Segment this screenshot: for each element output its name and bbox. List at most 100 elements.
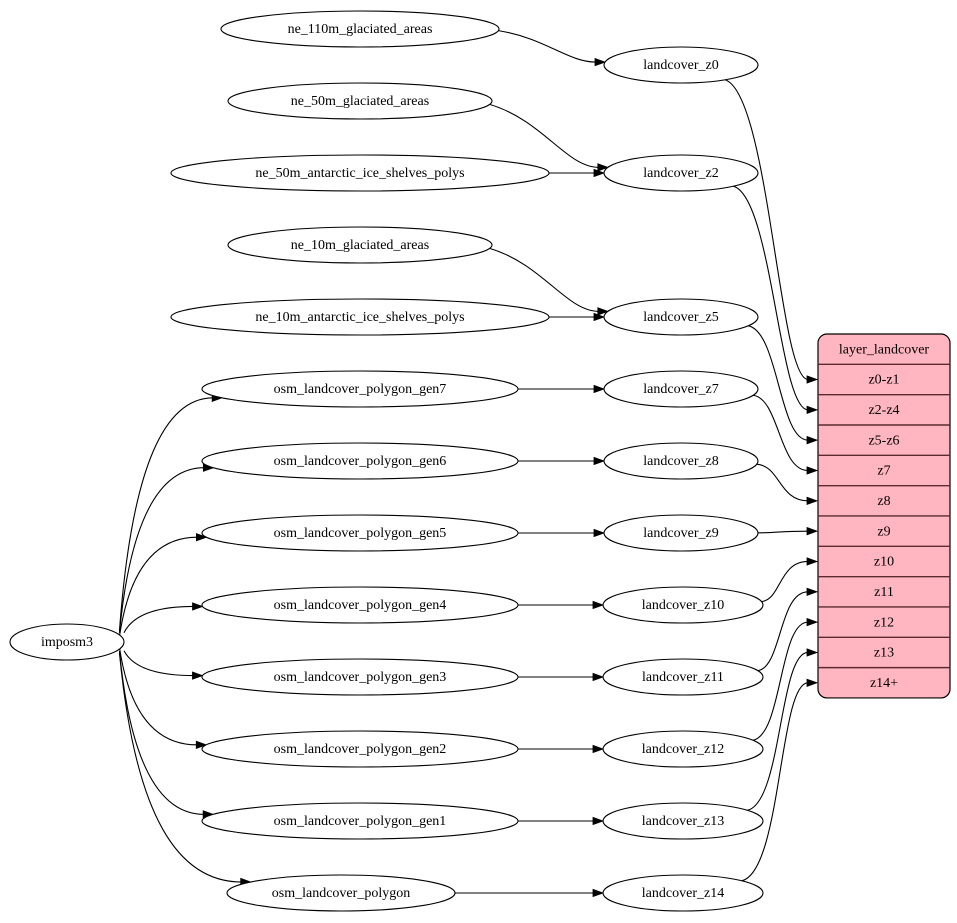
node-ne_110m_glaciated_areas[interactable]: ne_110m_glaciated_areas [220,10,500,48]
node-label-imposm3: imposm3 [41,635,93,650]
edge-arrowhead [196,533,208,542]
node-shape-landcover_z13 [602,802,764,840]
node-landcover_z0[interactable]: landcover_z0 [603,46,759,84]
edge-arrowhead [806,466,819,475]
record-row-z2-z4[interactable]: z2-z4 [868,403,899,418]
node-shape-osm_landcover_polygon_gen3 [201,658,519,696]
edge-arrowhead [195,740,208,750]
record-row-z14+[interactable]: z14+ [870,676,898,691]
node-shape-landcover_z11 [602,658,764,696]
node-shape-osm_landcover_polygon_gen6 [201,442,519,480]
record-node-layer-landcover[interactable]: layer_landcoverz0-z1z2-z4z5-z6z7z8z9z10z… [817,333,951,699]
node-landcover_z11[interactable]: landcover_z11 [602,658,764,696]
record-row-z5-z6[interactable]: z5-z6 [868,433,899,448]
edge-arrowhead [806,375,819,384]
edge-line [752,621,809,741]
edge-line [757,530,809,534]
node-landcover_z8[interactable]: landcover_z8 [603,442,759,480]
node-label-ne_50m_glaciated_areas: ne_50m_glaciated_areas [291,94,429,109]
edge-arrowhead [806,617,819,627]
node-shape-landcover_z12 [602,730,764,768]
edge-line [489,103,599,168]
node-shape-landcover_z8 [603,442,759,480]
node-osm_landcover_polygon_gen6[interactable]: osm_landcover_polygon_gen6 [201,442,519,480]
record-row-z7[interactable]: z7 [877,464,890,479]
record-node-layer: layer_landcoverz0-z1z2-z4z5-z6z7z8z9z10z… [817,333,951,699]
edge-line [761,560,809,603]
edge-arrowhead [597,163,610,172]
node-landcover_z10[interactable]: landcover_z10 [602,586,764,624]
node-label-ne_10m_antarctic_ice_shelves_polys: ne_10m_antarctic_ice_shelves_polys [255,310,464,325]
edge-arrowhead [806,496,819,505]
edge-arrowhead [806,557,819,566]
edge-arrowhead [593,168,606,178]
node-label-osm_landcover_polygon: osm_landcover_polygon [272,886,410,901]
node-osm_landcover_polygon_gen4[interactable]: osm_landcover_polygon_gen4 [201,586,519,624]
edge-arrowhead [806,435,819,445]
node-label-landcover_z8: landcover_z8 [643,454,718,469]
node-label-osm_landcover_polygon_gen3: osm_landcover_polygon_gen3 [274,670,447,685]
edge-arrowhead [806,587,819,596]
edge-arrowhead [594,57,607,67]
node-shape-osm_landcover_polygon_gen2 [201,730,519,768]
record-row-z13[interactable]: z13 [874,646,894,661]
record-row-z10[interactable]: z10 [874,555,894,570]
node-osm_landcover_polygon_gen7[interactable]: osm_landcover_polygon_gen7 [201,370,519,408]
node-shape-osm_landcover_polygon [226,874,456,912]
node-shape-imposm3 [9,623,125,661]
edge-arrowhead [597,307,610,316]
edge-line [489,247,599,312]
node-label-landcover_z14: landcover_z14 [642,886,724,901]
record-row-z11[interactable]: z11 [874,585,894,600]
edge-arrowhead [592,816,605,826]
node-imposm3[interactable]: imposm3 [9,623,125,661]
edge-arrowhead [592,744,605,754]
node-landcover_z7[interactable]: landcover_z7 [603,370,759,408]
node-osm_landcover_polygon_gen5[interactable]: osm_landcover_polygon_gen5 [201,514,519,552]
record-row-z0-z1[interactable]: z0-z1 [868,373,899,388]
node-label-landcover_z2: landcover_z2 [643,166,718,181]
node-shape-landcover_z14 [602,874,764,912]
record-row-z8[interactable]: z8 [877,494,890,509]
edge-line [756,463,809,502]
edge-arrowhead [592,888,605,898]
node-ne_10m_glaciated_areas[interactable]: ne_10m_glaciated_areas [227,226,493,264]
node-label-landcover_z13: landcover_z13 [642,814,724,829]
edge-line [118,650,205,815]
node-ne_50m_glaciated_areas[interactable]: ne_50m_glaciated_areas [227,82,493,120]
node-landcover_z13[interactable]: landcover_z13 [602,802,764,840]
node-osm_landcover_polygon[interactable]: osm_landcover_polygon [226,874,456,912]
node-label-landcover_z9: landcover_z9 [643,526,718,541]
node-ne_10m_antarctic_ice_shelves_polys[interactable]: ne_10m_antarctic_ice_shelves_polys [170,298,550,336]
node-landcover_z5[interactable]: landcover_z5 [603,298,759,336]
node-shape-ne_10m_antarctic_ice_shelves_polys [170,298,550,336]
node-label-landcover_z11: landcover_z11 [642,670,724,685]
edge-line [741,682,809,882]
node-landcover_z9[interactable]: landcover_z9 [603,514,759,552]
edge-arrowhead [593,456,606,466]
edge-arrowhead [806,526,819,536]
node-shape-landcover_z2 [603,154,759,192]
edge-line [118,536,198,637]
node-shape-ne_110m_glaciated_areas [220,10,500,48]
node-shape-ne_50m_antarctic_ice_shelves_polys [170,154,550,192]
node-osm_landcover_polygon_gen2[interactable]: osm_landcover_polygon_gen2 [201,730,519,768]
node-osm_landcover_polygon_gen1[interactable]: osm_landcover_polygon_gen1 [201,802,519,840]
node-landcover_z12[interactable]: landcover_z12 [602,730,764,768]
node-shape-landcover_z10 [602,586,764,624]
record-row-z9[interactable]: z9 [877,524,890,539]
node-ne_50m_antarctic_ice_shelves_polys[interactable]: ne_50m_antarctic_ice_shelves_polys [170,154,550,192]
edge-arrowhead [592,600,605,610]
node-label-landcover_z5: landcover_z5 [643,310,718,325]
node-shape-ne_10m_glaciated_areas [227,226,493,264]
node-osm_landcover_polygon_gen3[interactable]: osm_landcover_polygon_gen3 [201,658,519,696]
node-landcover_z14[interactable]: landcover_z14 [602,874,764,912]
node-landcover_z2[interactable]: landcover_z2 [603,154,759,192]
node-label-ne_110m_glaciated_areas: ne_110m_glaciated_areas [288,22,433,37]
nodes-layer: imposm3 ne_110m_glaciated_areas ne_50m_gla… [9,10,764,912]
edge-arrowhead [593,528,606,538]
edge-line [118,467,205,634]
record-row-z12[interactable]: z12 [874,615,894,630]
node-label-osm_landcover_polygon_gen2: osm_landcover_polygon_gen2 [274,742,447,757]
